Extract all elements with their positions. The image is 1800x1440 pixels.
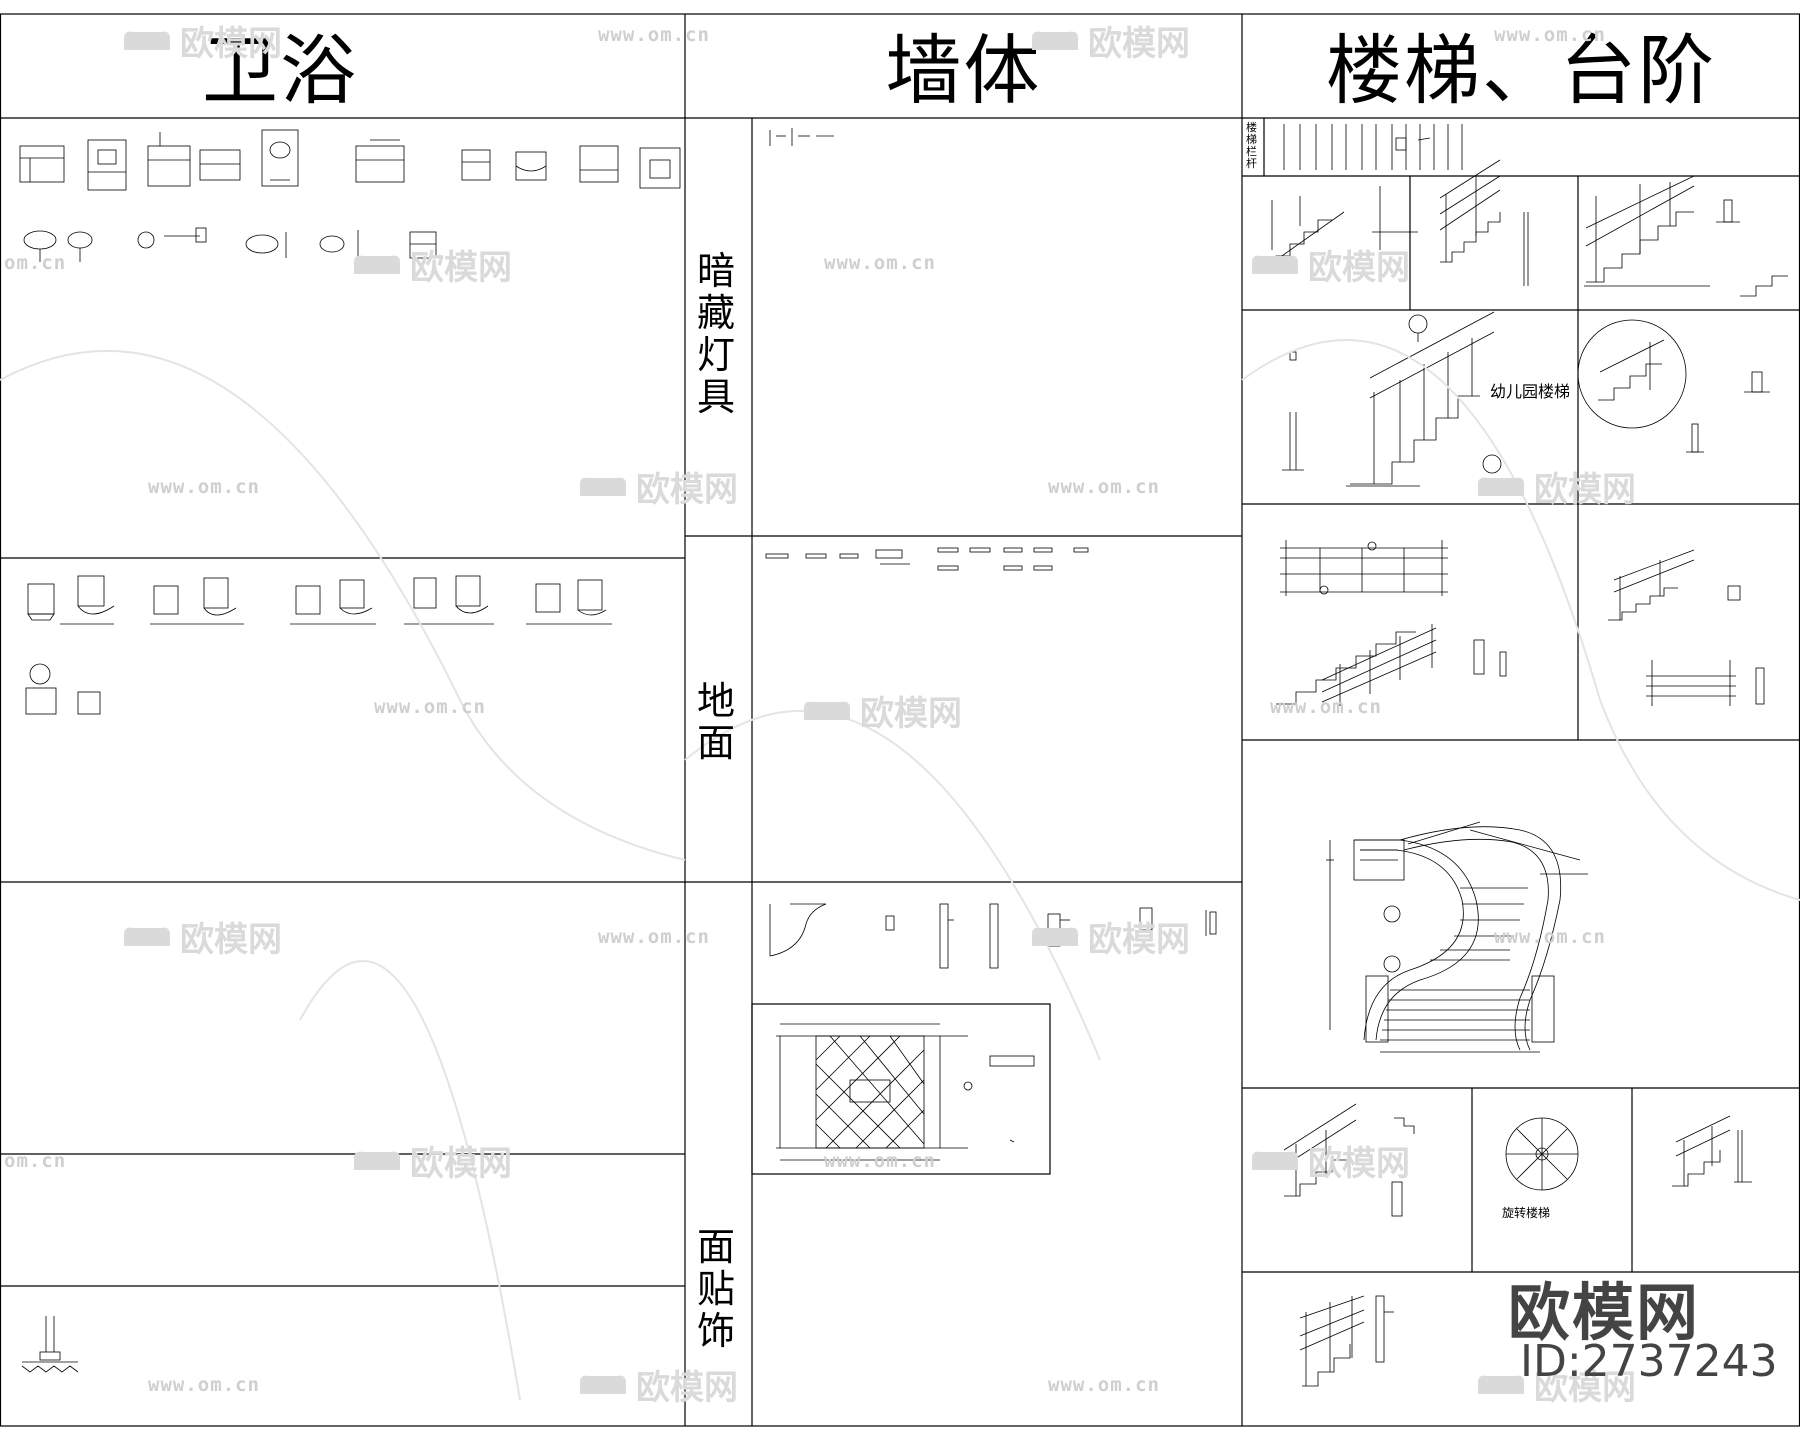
char: 地 [696, 679, 735, 723]
wall-section-hidden-lighting: 暗 藏 灯 具 [690, 250, 742, 418]
watermark-url: om.cn [4, 1150, 67, 1172]
watermark-url: www.om.cn [1048, 1374, 1160, 1396]
watermark-url: www.om.cn [1048, 476, 1160, 498]
char: 具 [696, 375, 735, 419]
char: 面 [696, 721, 735, 765]
watermark-url: www.om.cn [374, 696, 486, 718]
char: 饰 [696, 1309, 735, 1353]
wall-lighting-drawings [769, 128, 834, 146]
bathroom-drawings-toilets [25, 575, 612, 715]
watermark-arcs [0, 339, 1800, 1401]
watermark-url: www.om.cn [148, 1374, 260, 1396]
stairs-title: 楼梯、台阶 [1326, 26, 1716, 115]
wall-surface-drawings [769, 903, 1217, 1161]
watermark-url: www.om.cn [598, 926, 710, 948]
watermark-url: www.om.cn [1494, 24, 1606, 46]
stairs-drawing-curved [1326, 821, 1588, 1053]
watermark-url: www.om.cn [824, 252, 936, 274]
watermark-url: www.om.cn [148, 476, 260, 498]
wall-section-floor: 地 面 [690, 680, 742, 764]
stairs-drawings-row2 [1282, 311, 1770, 487]
bathroom-drawings-row1 [19, 129, 681, 262]
char: 灯 [696, 333, 735, 377]
watermark-url: www.om.cn [598, 24, 710, 46]
model-id: ID:2737243 [1520, 1336, 1778, 1387]
wall-section-surface-finish: 面 贴 饰 [690, 1226, 742, 1352]
stairs-railing-label: 楼梯栏杆 [1246, 121, 1257, 170]
brand-logo-text: 欧模网 [1508, 1276, 1701, 1349]
bathroom-drawing-drain [21, 1316, 79, 1373]
stairs-drawings-row1 [1261, 159, 1788, 297]
bathroom-title: 卫浴 [202, 26, 358, 115]
watermark-url: www.om.cn [1270, 696, 1382, 718]
char: 面 [696, 1225, 735, 1269]
watermark-url: www.om.cn [1494, 926, 1606, 948]
wall-floor-drawings [765, 547, 1089, 571]
watermark-url: www.om.cn [824, 1150, 936, 1172]
wall-title: 墙体 [885, 26, 1042, 115]
stairs-spiral-label: 旋转楼梯 [1502, 1206, 1551, 1220]
char: 藏 [696, 291, 735, 335]
stairs-railing-strip [1283, 124, 1463, 170]
stairs-kindergarten-label: 幼儿园楼梯 [1490, 382, 1571, 401]
char: 贴 [696, 1267, 735, 1311]
stairs-drawings-row3 [1276, 540, 1765, 706]
watermark-url: om.cn [4, 252, 67, 274]
char: 暗 [696, 249, 735, 293]
